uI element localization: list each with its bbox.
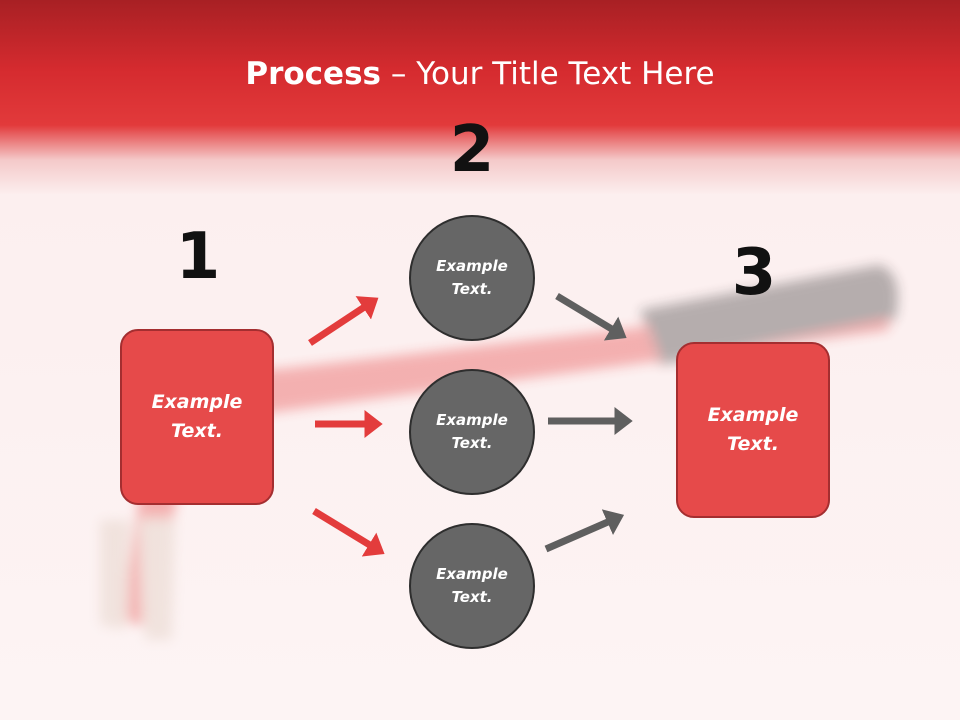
step-number-2: 2 [449,113,495,187]
circle-middle-text: Example Text. [436,411,508,452]
slide-title: Process – Your Title Text Here [0,52,960,96]
title-bold: Process [245,56,381,92]
step-number-3: 3 [731,236,777,310]
right-step-box: Example Text. [676,342,830,518]
circle-middle: Example Text. [409,369,535,495]
arrow-gray-up [544,509,625,553]
arrow-gray-down [555,293,627,341]
left-box-text: Example Text. [151,391,243,442]
left-step-box: Example Text. [120,329,274,505]
circle-top-text: Example Text. [436,257,508,298]
right-box-text: Example Text. [707,404,799,455]
circle-bottom-text: Example Text. [436,565,508,606]
arrow-red-down [312,508,385,557]
title-rest: – Your Title Text Here [381,56,715,92]
circle-bottom: Example Text. [409,523,535,649]
circle-top: Example Text. [409,215,535,341]
arrow-red-up [308,296,379,346]
step-number-1: 1 [175,220,221,294]
